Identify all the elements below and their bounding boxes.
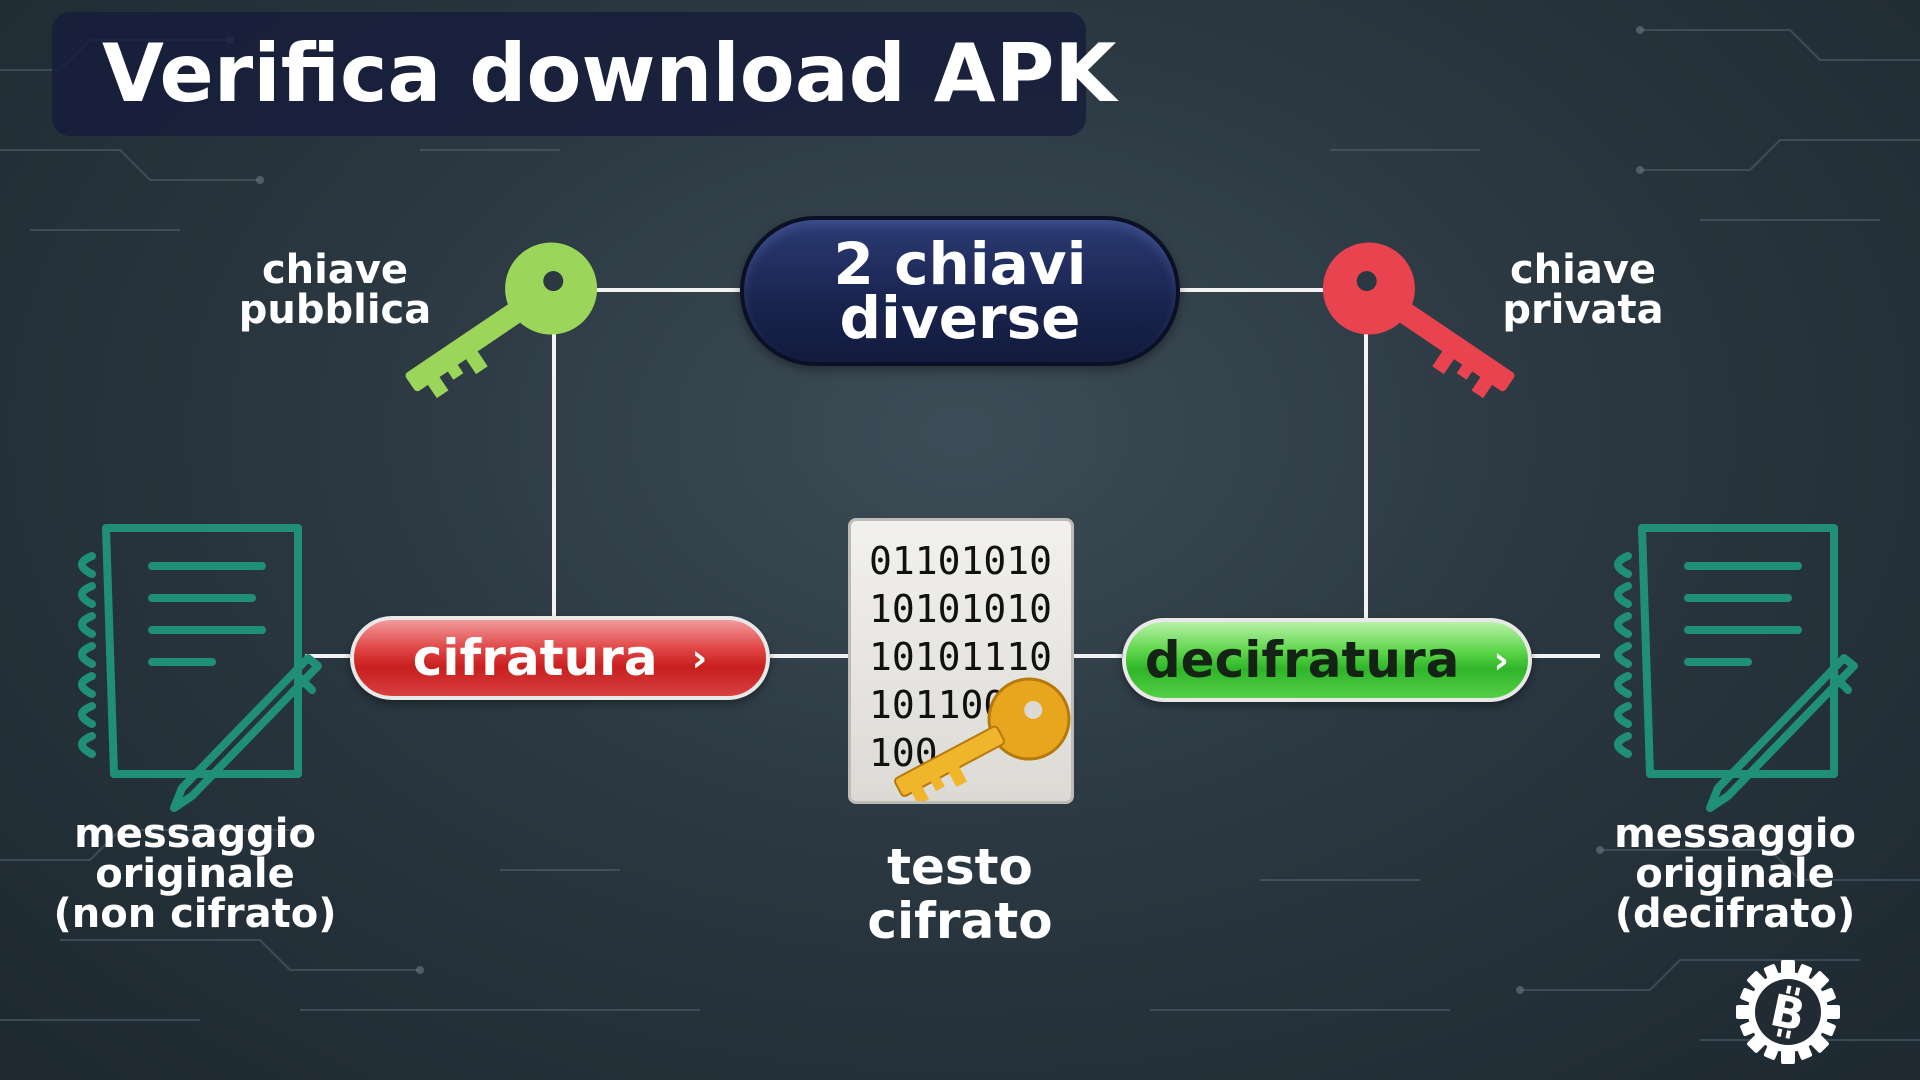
key-icon [894, 677, 1071, 801]
chevron-right-icon: › [691, 636, 708, 680]
key-icon [1322, 242, 1515, 399]
decrypted-message-label: messaggio originale (decifrato) [1614, 811, 1856, 937]
chevron-right-icon: › [1493, 638, 1510, 682]
ciphertext-label: testo cifrato [867, 838, 1053, 950]
decrypt-button-label: decifratura [1144, 631, 1460, 689]
private-key-label: chiave privata [1502, 247, 1664, 333]
binary-line: 10101010 [869, 587, 1053, 631]
title-banner: Verifica download APK [52, 12, 1116, 136]
original-message-label: messaggio originale (non cifrato) [53, 811, 337, 937]
key-icon [405, 242, 598, 399]
page-title: Verifica download APK [102, 27, 1117, 120]
decrypt-button[interactable]: decifratura › [1122, 618, 1532, 702]
encrypt-button[interactable]: cifratura › [350, 616, 770, 700]
public-key-label: chiave pubblica [238, 247, 432, 333]
notebook-pencil-icon [1614, 524, 1858, 812]
two-keys-line1: 2 chiavi [833, 230, 1087, 298]
bitcoin-gear-logo: B [1736, 960, 1840, 1064]
binary-line: 01101010 [869, 539, 1053, 583]
encrypt-button-label: cifratura [412, 629, 658, 687]
two-keys-pill: 2 chiavi diverse [740, 216, 1180, 366]
two-keys-line2: diverse [839, 284, 1081, 352]
ciphertext-document: 01101010 10101010 10101110 101100 100 [848, 518, 1074, 804]
binary-line: 101100 [869, 683, 1007, 727]
binary-line: 10101110 [869, 635, 1053, 679]
notebook-pencil-icon [78, 524, 322, 812]
